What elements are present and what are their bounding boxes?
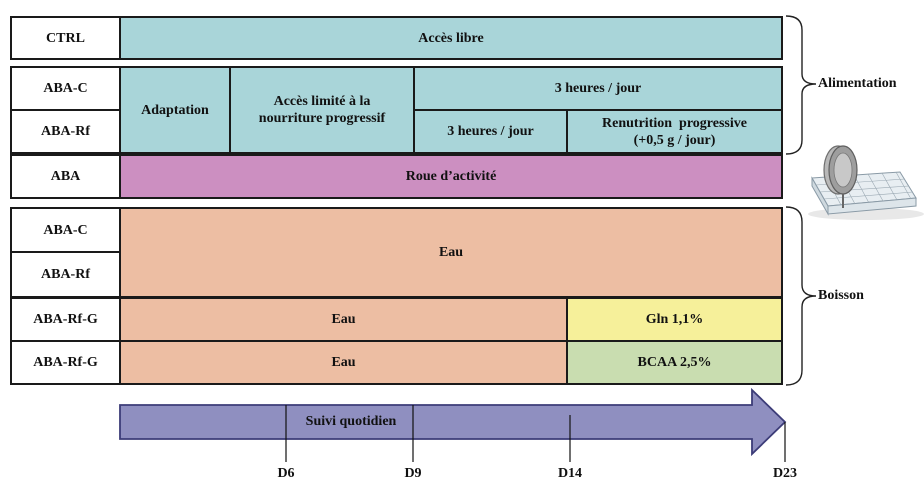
day-label-d23: D23 [772,466,798,481]
brace-drink [785,206,817,386]
label-ctrl: CTRL [10,16,121,60]
cell-water-bcaa: Eau [119,340,568,385]
day-label-d14: D14 [557,466,583,481]
day-label-d6: D6 [277,466,295,481]
label-aba-rf-drink: ABA-Rf [10,251,121,298]
running-wheel-cage-icon [808,145,924,220]
cell-three-hours-abac: 3 heures / jour [413,66,783,111]
cell-activity-wheel: Roue d’activité [119,154,783,199]
label-aba-rf-feeding: ABA-Rf [10,109,121,154]
refeeding-line2: (+0,5 g / jour) [633,132,716,148]
brace-label-feeding: Alimentation [818,76,897,91]
limited-access-line2: nourriture progressif [258,111,386,126]
cell-three-hours-abarf: 3 heures / jour [413,109,568,154]
refeeding-line1: Renutrition progressive [602,115,747,131]
timeline-arrow [119,387,787,457]
label-aba: ABA [10,154,121,199]
brace-feeding [785,15,817,155]
timeline-label: Suivi quotidien [305,414,397,429]
limited-access-line1: Accès limité à la [273,94,371,109]
cell-refeeding: Renutrition progressive (+0,5 g / jour) [566,109,783,154]
cell-gln: Gln 1,1% [566,297,783,342]
day-label-d9: D9 [404,466,422,481]
label-aba-rf-g-bcaa: ABA-Rf-G [10,340,121,385]
cell-water-main: Eau [119,207,783,298]
cell-limited-access: Accès limité à la nourriture progressif [229,66,415,154]
label-aba-c-feeding: ABA-C [10,66,121,111]
brace-label-drink: Boisson [818,288,864,303]
cell-adaptation: Adaptation [119,66,231,154]
cell-free-access: Accès libre [119,16,783,60]
cell-water-gln: Eau [119,297,568,342]
cell-bcaa: BCAA 2,5% [566,340,783,385]
